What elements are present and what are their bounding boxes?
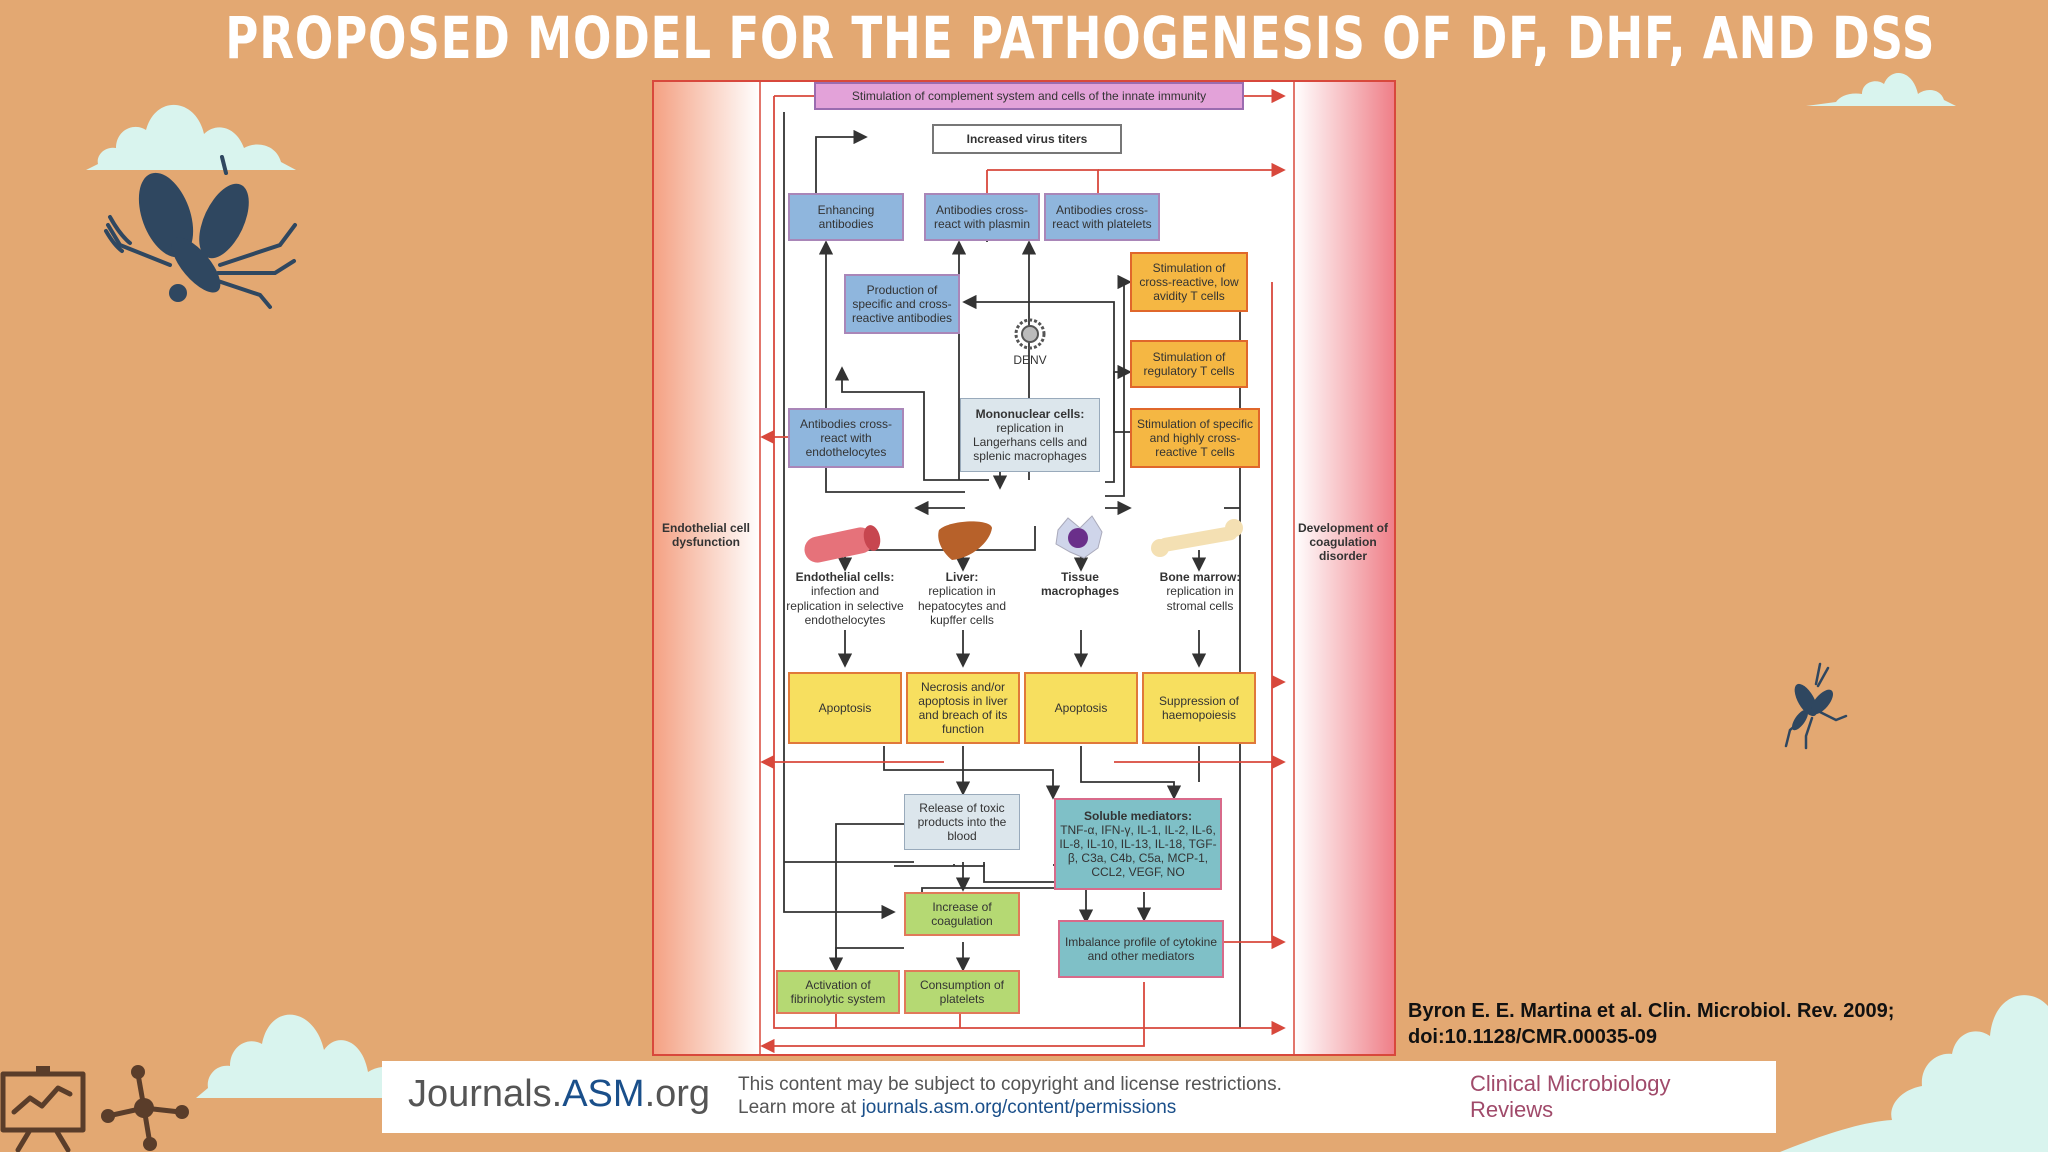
cloud-bottom-right-icon	[1780, 995, 2048, 1152]
macrophage-icon	[1055, 515, 1103, 559]
organ-macrophages: Tissue macrophages	[1030, 570, 1130, 599]
slide-title: Proposed Model for the Pathogenesis of D…	[225, 4, 1936, 72]
coagulation-disorder-label: Development of coagulation disorder	[1297, 521, 1388, 563]
blood-vessel-icon	[804, 525, 881, 563]
apoptosis-macrophage-box: Apoptosis	[1024, 672, 1138, 744]
notice-line-2: Learn more at journals.asm.org/content/p…	[738, 1096, 1282, 1119]
organ-liver: Liver:replication in hepatocytes and kup…	[912, 570, 1012, 628]
liver-icon	[938, 521, 992, 560]
endothelial-dysfunction-label: Endothelial cell dysfunction	[661, 521, 751, 549]
mononuclear-text: replication in Langerhans cells and sple…	[972, 420, 1088, 464]
logo-part-asm: ASM	[562, 1073, 645, 1115]
organ-bone-marrow: Bone marrow:replication in stromal cells	[1148, 570, 1252, 613]
molecule-icon	[101, 1065, 189, 1151]
plasmin-antibodies-box: Antibodies cross-react with plasmin	[924, 193, 1040, 241]
logo-part-org: .org	[644, 1073, 711, 1115]
presentation-board-icon	[0, 1066, 86, 1152]
citation: Byron E. E. Martina et al. Clin. Microbi…	[1408, 998, 2008, 1050]
liver-necrosis-box: Necrosis and/or apoptosis in liver and b…	[906, 672, 1020, 744]
complement-stimulation-box: Stimulation of complement system and cel…	[814, 82, 1244, 110]
regulatory-t-cells-box: Stimulation of regulatory T cells	[1130, 340, 1248, 388]
endothelocyte-antibodies-box: Antibodies cross-react with endothelocyt…	[788, 408, 904, 468]
soluble-title: Soluble mediators:	[1083, 808, 1193, 823]
organ-text: replication in hepatocytes and kupffer c…	[917, 584, 1007, 628]
cloud-top-left-icon	[86, 104, 296, 170]
low-avidity-t-cells-box: Stimulation of cross-reactive, low avidi…	[1130, 252, 1248, 312]
journal-footer-bar: Journals.ASM.org This content may be sub…	[382, 1061, 1776, 1133]
organ-title: Tissue macrophages	[1040, 570, 1120, 599]
toxic-products-box: Release of toxic products into the blood	[904, 794, 1020, 850]
platelet-consumption-box: Consumption of platelets	[904, 970, 1020, 1014]
organ-text: replication in stromal cells	[1166, 584, 1234, 613]
copyright-notice: This content may be subject to copyright…	[738, 1073, 1282, 1119]
journal-name: Clinical Microbiology Reviews	[1470, 1071, 1671, 1124]
logo-part-journals: Journals.	[408, 1073, 563, 1115]
fibrinolytic-box: Activation of fibrinolytic system	[776, 970, 900, 1014]
notice-line-1: This content may be subject to copyright…	[738, 1074, 1282, 1095]
haemopoiesis-suppression-box: Suppression of haemopoiesis	[1142, 672, 1256, 744]
journal-name-line-2: Reviews	[1470, 1097, 1554, 1123]
denv-virus-icon	[1014, 318, 1046, 350]
citation-doi: doi:10.1128/CMR.00035-09	[1408, 1026, 1658, 1048]
cross-reactive-t-cells-box: Stimulation of specific and highly cross…	[1130, 408, 1260, 468]
permissions-link[interactable]: journals.asm.org/content/permissions	[861, 1097, 1177, 1119]
citation-line-1: Byron E. E. Martina et al. Clin. Microbi…	[1408, 1000, 1895, 1022]
apoptosis-endothelial-box: Apoptosis	[788, 672, 902, 744]
organ-endothelial: Endothelial cells:infection and replicat…	[782, 570, 908, 628]
mononuclear-cells-box: Mononuclear cells: replication in Langer…	[960, 398, 1100, 472]
cloud-bottom-left-icon	[196, 1014, 426, 1098]
cytokine-imbalance-box: Imbalance profile of cytokine and other …	[1058, 920, 1224, 978]
organ-title: Liver:	[945, 570, 979, 584]
enhancing-antibodies-box: Enhancing antibodies	[788, 193, 904, 241]
organ-title: Endothelial cells:	[795, 570, 895, 584]
mononuclear-title: Mononuclear cells:	[975, 406, 1085, 421]
journals-asm-logo[interactable]: Journals.ASM.org	[408, 1073, 710, 1116]
mosquito-small-icon	[1784, 662, 1848, 750]
soluble-text: TNF-α, IFN-γ, IL-1, IL-2, IL-6, IL-8, IL…	[1059, 822, 1217, 880]
pathogenesis-figure: Stimulation of complement system and cel…	[652, 80, 1396, 1056]
virus-titers-box: Increased virus titers	[932, 124, 1122, 154]
cloud-top-right-icon	[1806, 73, 1956, 106]
denv-label: DENV	[1013, 352, 1047, 367]
platelet-antibodies-box: Antibodies cross-react with platelets	[1044, 193, 1160, 241]
organ-title: Bone marrow:	[1159, 570, 1241, 584]
journal-name-line-1: Clinical Microbiology	[1470, 1071, 1671, 1096]
mosquito-large-icon	[104, 155, 297, 309]
coagulation-increase-box: Increase of coagulation	[904, 892, 1020, 936]
notice-prefix: Learn more at	[738, 1097, 862, 1119]
soluble-mediators-box: Soluble mediators: TNF-α, IFN-γ, IL-1, I…	[1054, 798, 1222, 890]
antibody-production-box: Production of specific and cross-reactiv…	[844, 274, 960, 334]
organ-text: infection and replication in selective e…	[786, 584, 904, 628]
bone-icon	[1151, 519, 1243, 557]
